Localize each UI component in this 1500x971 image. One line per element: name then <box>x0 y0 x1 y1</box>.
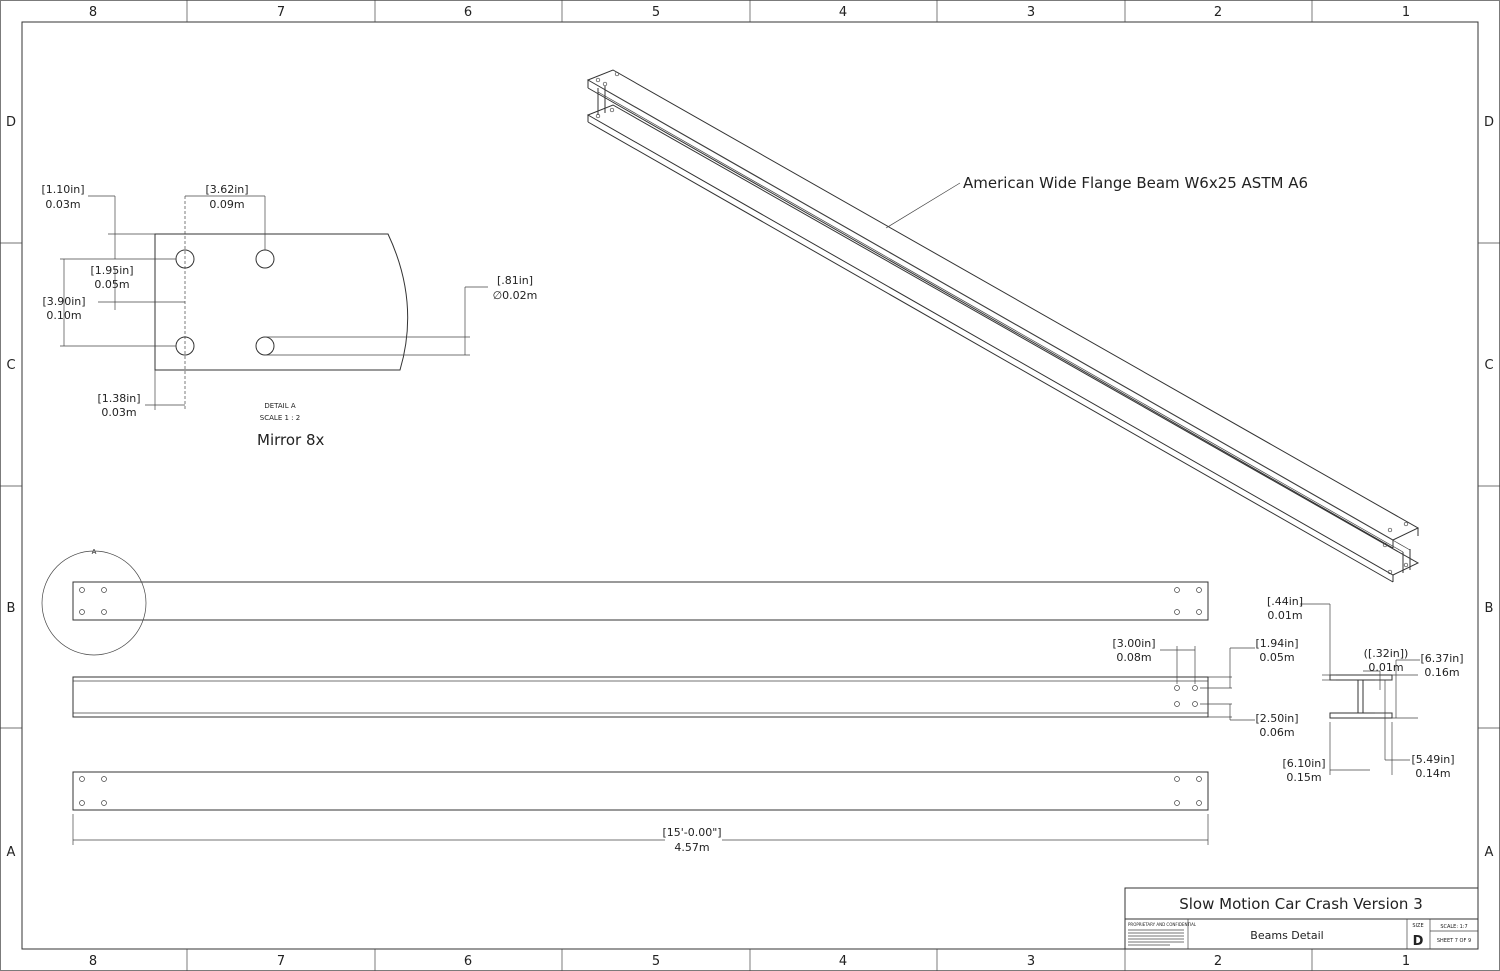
dim-hole-spacing: [3.00in] <box>1112 637 1155 650</box>
zone-col-3-bottom: 3 <box>1027 954 1035 969</box>
dim-section-width-metric: 0.15m <box>1286 771 1321 784</box>
beam-label: American Wide Flange Beam W6x25 ASTM A6 <box>963 174 1308 192</box>
zone-col-1-bottom: 1 <box>1402 954 1410 969</box>
zone-col-2: 2 <box>1214 5 1222 20</box>
dim-overall-length-metric: 4.57m <box>674 841 709 854</box>
zone-col-8-bottom: 8 <box>89 954 97 969</box>
zone-labels-bottom: 8 7 6 5 4 3 2 1 <box>89 954 1410 969</box>
isometric-beam: American Wide Flange Beam W6x25 ASTM A6 <box>586 69 1420 583</box>
dim-3-62in: [3.62in] <box>205 183 248 196</box>
drawing-subtitle: Beams Detail <box>1250 929 1323 942</box>
zone-row-b: B <box>7 601 16 616</box>
dim-hole-top-metric: 0.05m <box>1259 651 1294 664</box>
zone-labels-left: D C B A <box>6 115 16 860</box>
dim-1-10in-metric: 0.03m <box>45 198 80 211</box>
bottom-view: [15'-0.00"] 4.57m <box>72 771 1209 854</box>
dim-overall-length: [15'-0.00"] <box>662 826 721 839</box>
proprietary-notice: PROPRIETARY AND CONFIDENTIAL <box>1128 922 1197 927</box>
dim-web-thickness-metric: 0.01m <box>1368 661 1403 674</box>
drawing-scale: SCALE: 1:7 <box>1440 924 1467 930</box>
mirror-note: Mirror 8x <box>257 431 325 449</box>
zone-row-c: C <box>6 358 15 373</box>
zone-col-1: 1 <box>1402 5 1410 20</box>
dim-web-thickness: ([.32in]) <box>1364 647 1409 660</box>
dim-1-95in-metric: 0.05m <box>94 278 129 291</box>
dim-section-depth: [6.37in] <box>1420 652 1463 665</box>
zone-row-a-right: A <box>1485 845 1494 860</box>
zone-col-7-bottom: 7 <box>277 954 285 969</box>
dim-inner-depth: [5.49in] <box>1411 753 1454 766</box>
dim-0-81in: [.81in] <box>497 274 533 287</box>
size-label: SIZE <box>1412 923 1423 929</box>
top-view: A <box>41 548 1209 656</box>
zone-col-3: 3 <box>1027 5 1035 20</box>
zone-col-5-bottom: 5 <box>652 954 660 969</box>
detail-scale: SCALE 1 : 2 <box>260 414 300 422</box>
dim-hole-bottom: [2.50in] <box>1255 712 1298 725</box>
detail-callout-label: A <box>92 548 97 556</box>
dim-3-90in-metric: 0.10m <box>46 309 81 322</box>
dim-flange-thickness-metric: 0.01m <box>1267 609 1302 622</box>
zone-col-4-bottom: 4 <box>839 954 847 969</box>
dim-hole-spacing-metric: 0.08m <box>1116 651 1151 664</box>
zone-col-8: 8 <box>89 5 97 20</box>
zone-col-4: 4 <box>839 5 847 20</box>
side-view: [3.00in] 0.08m [1.94in] 0.05m [2.50in] 0… <box>72 637 1299 739</box>
dim-3-90in: [3.90in] <box>42 295 85 308</box>
zone-col-6: 6 <box>464 5 472 20</box>
dim-1-38in: [1.38in] <box>97 392 140 405</box>
sheet-size: D <box>1413 934 1424 949</box>
zone-row-c-right: C <box>1484 358 1493 373</box>
dim-hole-top: [1.94in] <box>1255 637 1298 650</box>
dim-hole-bottom-metric: 0.06m <box>1259 726 1294 739</box>
zone-row-d-right: D <box>1484 115 1494 130</box>
dim-3-62in-metric: 0.09m <box>209 198 244 211</box>
detail-a-view: [1.10in] 0.03m [3.62in] 0.09m [1.95in] 0… <box>41 183 537 449</box>
zone-labels-top: 8 7 6 5 4 3 2 1 <box>89 5 1410 20</box>
detail-name: DETAIL A <box>264 402 296 410</box>
dim-1-10in: [1.10in] <box>41 183 84 196</box>
dim-0-81in-diameter: ∅0.02m <box>493 289 538 302</box>
drawing-title: Slow Motion Car Crash Version 3 <box>1179 895 1423 913</box>
dim-1-38in-metric: 0.03m <box>101 406 136 419</box>
dim-section-width: [6.10in] <box>1282 757 1325 770</box>
zone-labels-right: D C B A <box>1484 115 1494 860</box>
zone-col-5: 5 <box>652 5 660 20</box>
zone-row-b-right: B <box>1485 601 1494 616</box>
dim-inner-depth-metric: 0.14m <box>1415 767 1450 780</box>
zone-col-2-bottom: 2 <box>1214 954 1222 969</box>
sheet-number: SHEET 7 OF 9 <box>1437 938 1471 944</box>
zone-col-7: 7 <box>277 5 285 20</box>
zone-row-d: D <box>6 115 16 130</box>
dim-1-95in: [1.95in] <box>90 264 133 277</box>
cross-section: [.44in] 0.01m ([.32in]) 0.01m [6.37in] 0… <box>1267 595 1464 784</box>
dim-flange-thickness: [.44in] <box>1267 595 1303 608</box>
dim-section-depth-metric: 0.16m <box>1424 666 1459 679</box>
zone-col-6-bottom: 6 <box>464 954 472 969</box>
zone-row-a: A <box>7 845 16 860</box>
title-block: Slow Motion Car Crash Version 3 PROPRIET… <box>1124 887 1479 950</box>
